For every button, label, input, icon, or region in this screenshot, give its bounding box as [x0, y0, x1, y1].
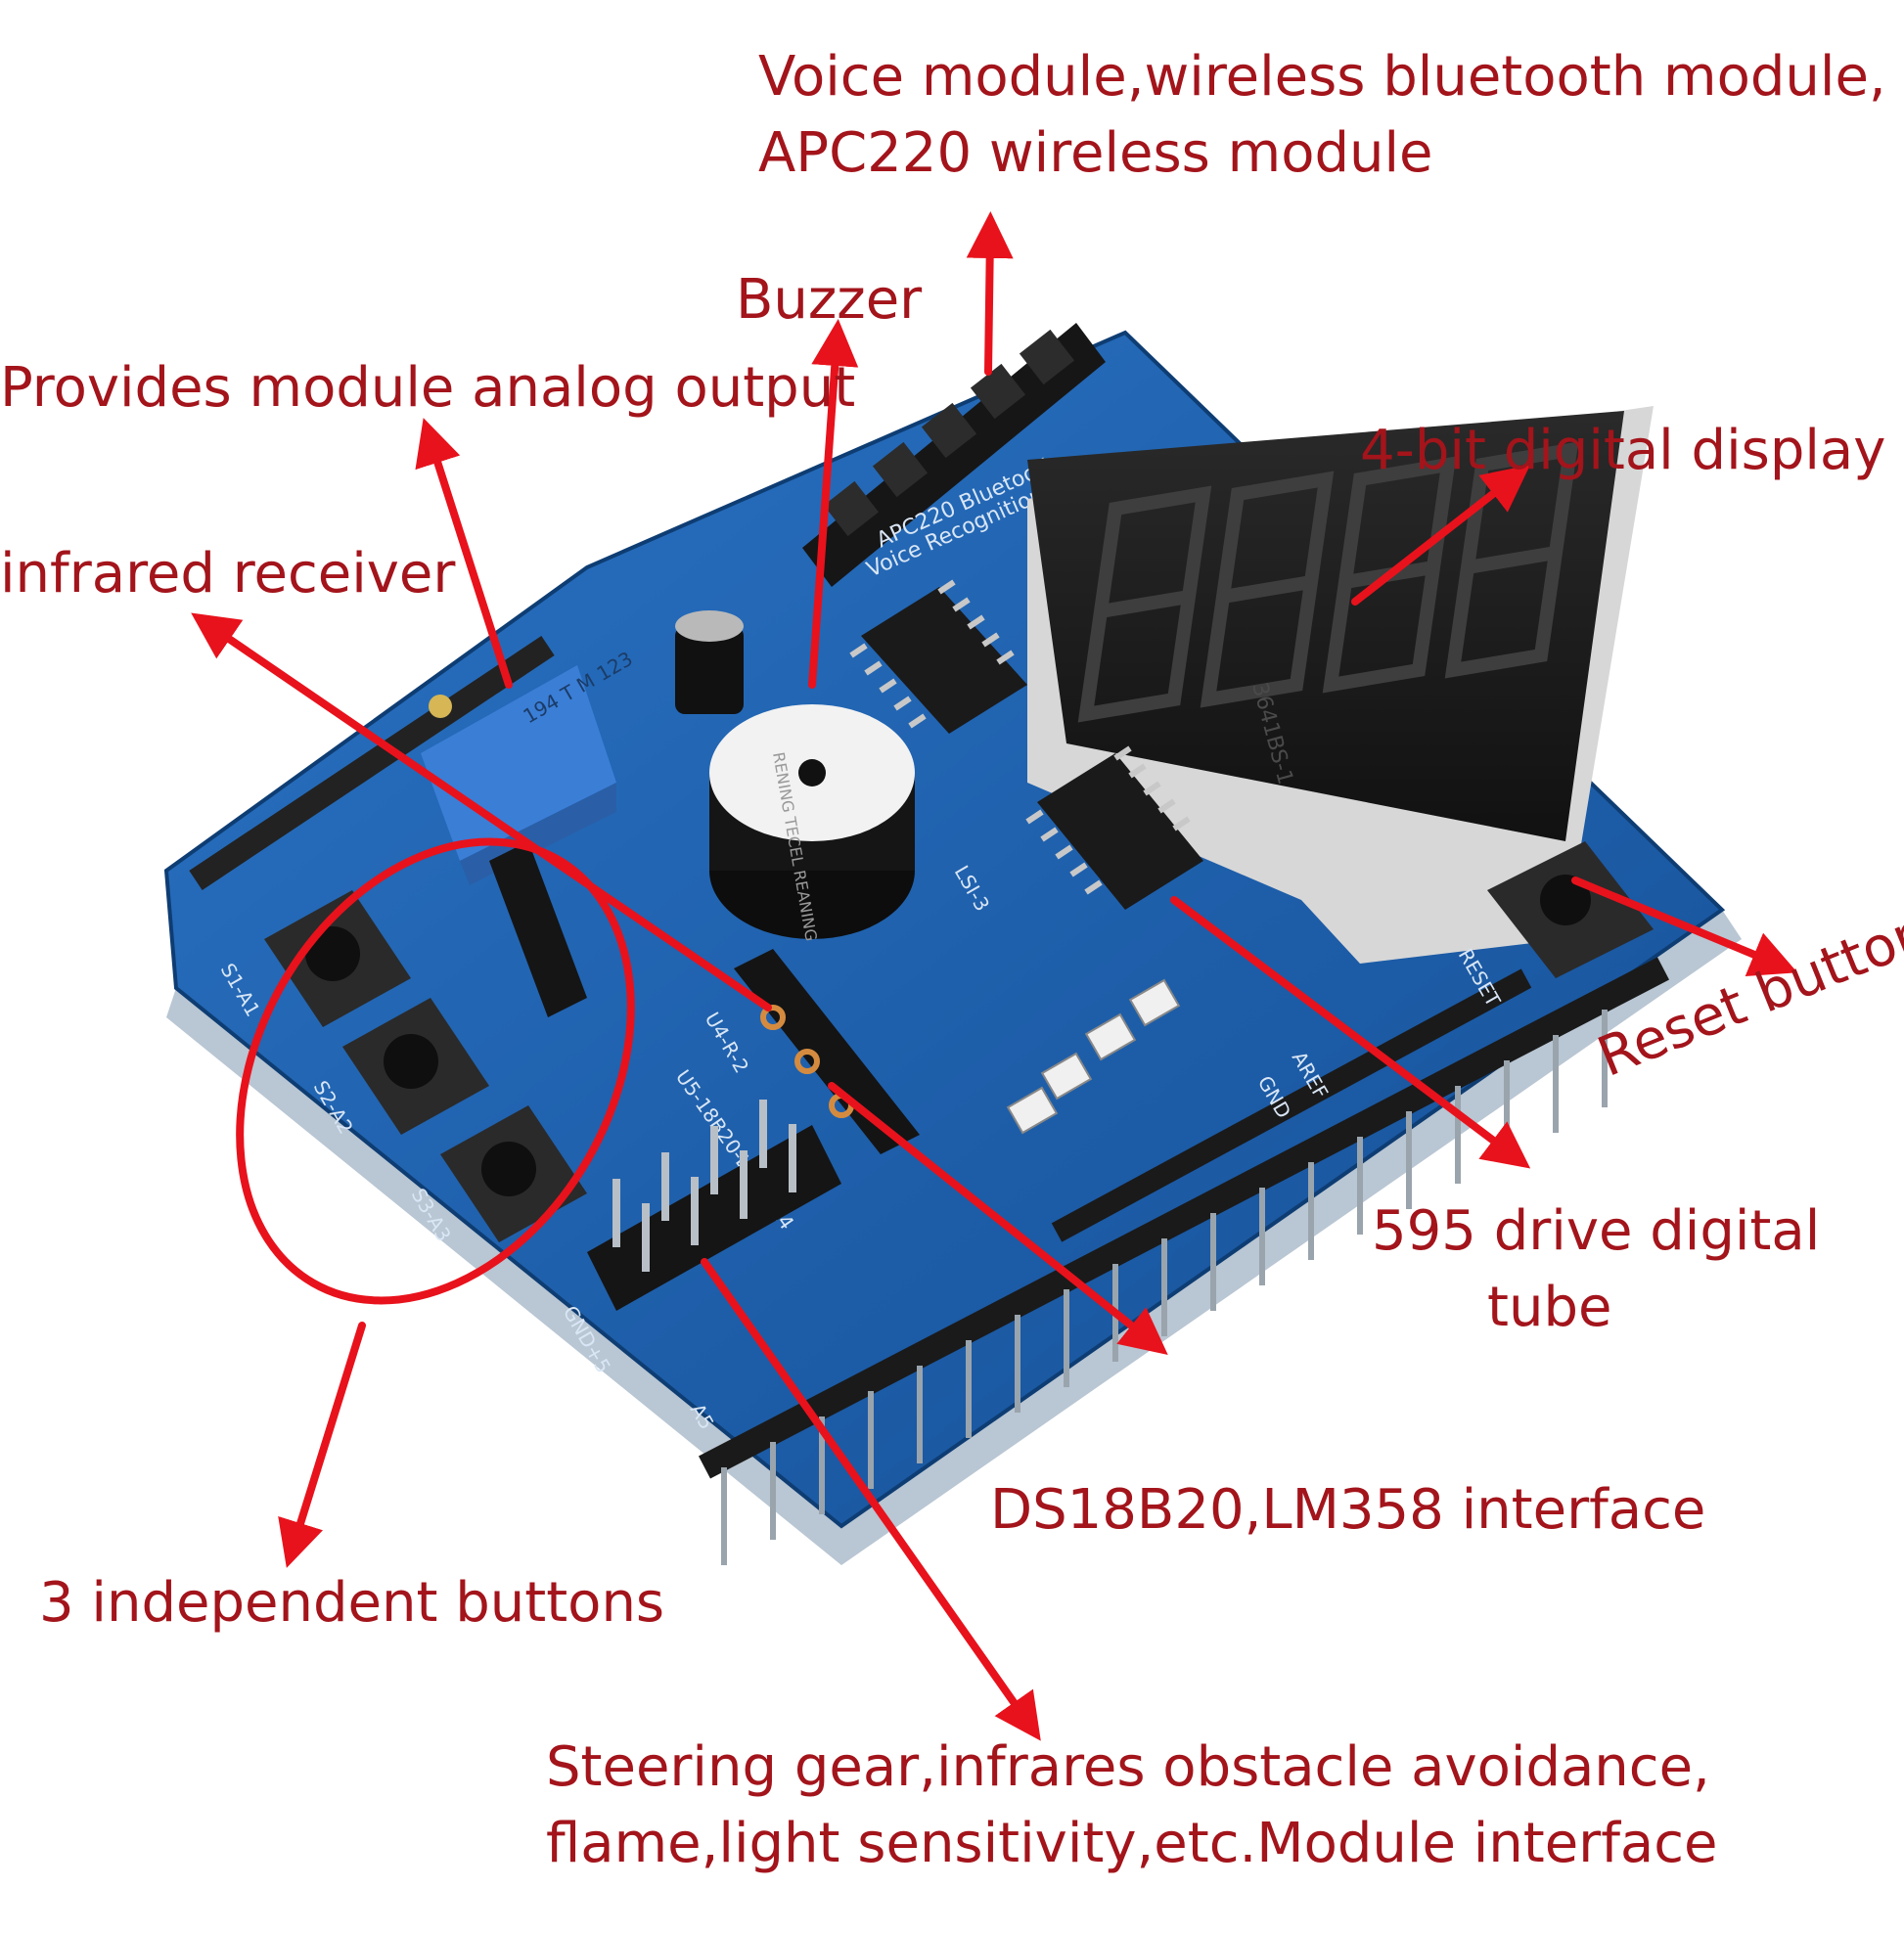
label-drive-line1: 595 drive digital — [1372, 1199, 1821, 1263]
left-header — [189, 636, 555, 890]
arrow-steering — [701, 1258, 1041, 1741]
arrow-drive — [1170, 896, 1531, 1169]
buttons-highlight-ring — [236, 837, 635, 1305]
label-ds18b20: DS18B20,LM358 interface — [990, 1478, 1706, 1542]
ir-jumper — [489, 841, 587, 1017]
label-display: 4-bit digital display — [1360, 419, 1886, 482]
arrow-ds18b20 — [828, 1082, 1168, 1355]
buzzer: RENING TECEL REANING — [709, 704, 915, 942]
arrow-analog — [415, 418, 513, 689]
electrolytic-capacitor — [675, 610, 744, 714]
label-voice-line2: APC220 wireless module — [758, 121, 1433, 185]
servo-header — [587, 1100, 841, 1311]
label-steering-line1: Steering gear,infrares obstacle avoidanc… — [546, 1735, 1710, 1799]
ic-top — [849, 579, 1027, 734]
button-s1[interactable] — [264, 890, 411, 1027]
arrow-buzzer — [808, 319, 859, 689]
arrow-buttons — [278, 1322, 366, 1568]
arrow-infrared — [191, 612, 772, 1011]
label-drive-line2: tube — [1487, 1276, 1612, 1339]
button-reset[interactable] — [1487, 841, 1654, 978]
board-edge — [166, 910, 1742, 1565]
label-buzzer: Buzzer — [736, 268, 923, 332]
annotation-arrows — [191, 211, 1798, 1741]
label-buttons: 3 independent buttons — [39, 1571, 665, 1635]
ic-595 — [1025, 745, 1203, 910]
label-analog: Provides module analog output — [0, 356, 856, 420]
label-voice-line1: Voice module,wireless bluetooth module, — [758, 45, 1886, 109]
leds — [1006, 978, 1181, 1135]
bluetooth-header — [802, 323, 1106, 587]
digital-header — [1051, 968, 1532, 1242]
label-steering-line2: flame,light sensitivity,etc.Module inter… — [546, 1812, 1718, 1875]
label-infrared: infrared receiver — [0, 542, 456, 606]
arrow-display — [1351, 465, 1530, 606]
button-s2[interactable] — [342, 998, 489, 1135]
arrow-reset — [1571, 877, 1798, 976]
arrow-voice — [966, 211, 1014, 376]
